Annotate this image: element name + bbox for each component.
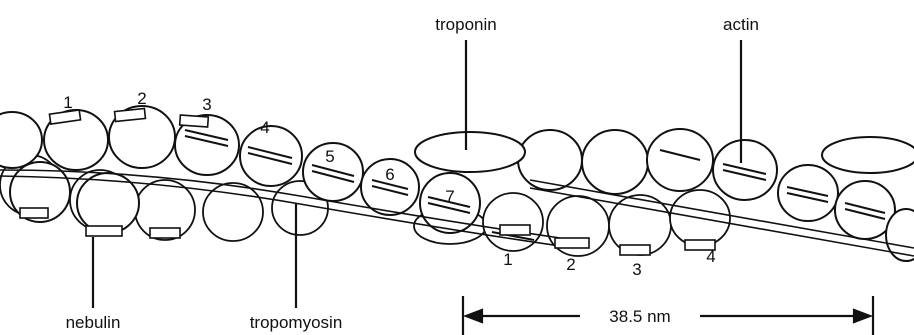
- monomer-number: 1: [63, 93, 72, 112]
- nebulin-module: [115, 108, 146, 121]
- nebulin-module: [86, 226, 122, 236]
- troponin-label: troponin: [435, 15, 496, 34]
- monomer-number: 3: [632, 260, 641, 279]
- actin-monomer: [240, 126, 302, 186]
- monomer-number: 1: [503, 250, 512, 269]
- nebulin-label: nebulin: [66, 313, 121, 332]
- monomer-number: 4: [706, 247, 715, 266]
- monomer-number: 3: [202, 95, 211, 114]
- nebulin-module: [500, 225, 530, 235]
- actin-label: actin: [723, 15, 759, 34]
- actin-monomer: [203, 183, 263, 241]
- troponin-complex: [822, 137, 914, 173]
- nebulin-module: [620, 245, 650, 255]
- nebulin-module: [20, 208, 48, 218]
- nebulin-module: [555, 238, 589, 248]
- monomer-number: 2: [137, 89, 146, 108]
- monomer-number: 7: [445, 187, 454, 206]
- troponin-complex: [415, 132, 525, 172]
- nebulin-module: [180, 115, 209, 127]
- scale-label: 38.5 nm: [609, 307, 670, 326]
- actin-monomer: [582, 130, 648, 194]
- tropomyosin-label: tropomyosin: [250, 313, 343, 332]
- monomer-number: 4: [260, 118, 269, 137]
- actin-monomer: [518, 130, 582, 190]
- nebulin-module: [150, 228, 180, 238]
- monomer-number: 6: [385, 165, 394, 184]
- monomer-number: 5: [325, 147, 334, 166]
- monomer-number: 2: [566, 255, 575, 274]
- actin-monomer: [647, 129, 713, 191]
